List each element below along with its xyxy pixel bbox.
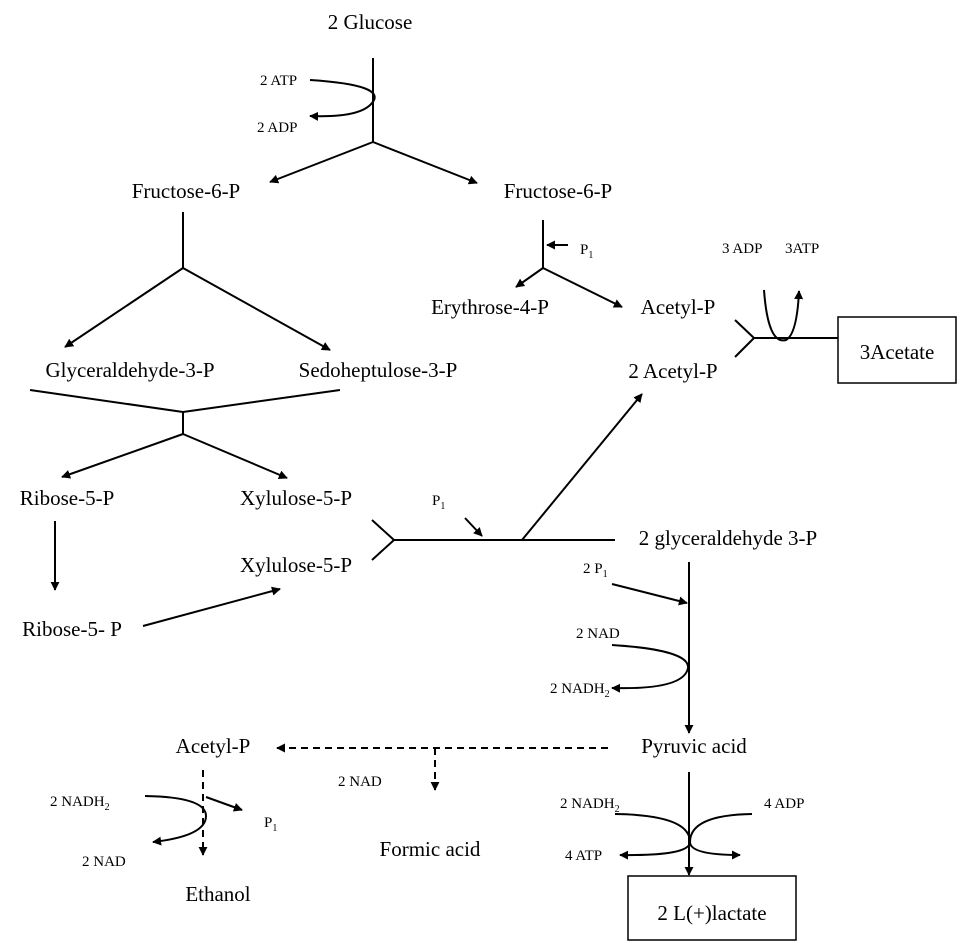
fructose-6p-left-label: Fructose-6-P [132, 179, 241, 203]
nadh2-2-glycolysis-label: 2 NADH2 [550, 681, 610, 700]
acetyl-p-top-label: Acetyl-P [641, 295, 716, 319]
glyceraldehyde-2-3p-label: 2 glyceraldehyde 3-P [639, 526, 817, 550]
glyceraldehyde-3p-label: Glyceraldehyde-3-P [45, 358, 214, 382]
nad-2-formic-label: 2 NAD [338, 774, 382, 790]
sedoheptulose-3p-label: Sedoheptulose-3-P [299, 358, 458, 382]
ribose-5p-label: Ribose-5-P [20, 486, 115, 510]
xylulose-5p-bottom-label: Xylulose-5-P [240, 553, 352, 577]
acetyl-p-bottom-label: Acetyl-P [176, 734, 251, 758]
nad-2-glycolysis-label: 2 NAD [576, 626, 620, 642]
acetate-connector [734, 289, 838, 358]
fructose-left-connector [64, 212, 331, 351]
glucose-label: 2 Glucose [328, 10, 413, 34]
two-p1-label: 2 P1 [583, 561, 608, 580]
two-acetyl-p-label: 2 Acetyl-P [628, 359, 717, 383]
p1-bottom-label: P1 [264, 815, 277, 834]
nadh2-2-ethanol-label: 2 NADH2 [50, 794, 110, 813]
ribose-connector [50, 521, 281, 627]
atp-3-label: 3ATP [785, 241, 819, 257]
adp-4-label: 4 ADP [764, 796, 804, 812]
glycolysis-connector [611, 562, 694, 734]
acetate-label: 3Acetate [860, 340, 935, 364]
p1-top-label: P1 [580, 242, 593, 261]
fructose-right-connector [515, 220, 623, 308]
fructose-6p-right-label: Fructose-6-P [504, 179, 613, 203]
lactate-connector [614, 772, 753, 876]
lactate-box [627, 875, 797, 941]
nad-2-ethanol-label: 2 NAD [82, 854, 126, 870]
xylulose-5p-top-label: Xylulose-5-P [240, 486, 352, 510]
atp-2-label: 2 ATP [260, 73, 297, 89]
ethanol-label: Ethanol [185, 882, 250, 906]
glucose-split-connector [269, 58, 478, 185]
p1-mid-label: P1 [432, 493, 445, 512]
lactate-label: 2 L(+)lactate [657, 901, 766, 925]
adp-2-label: 2 ADP [257, 120, 297, 136]
phosphoketolase-connector [371, 393, 643, 561]
pyruvic-acid-label: Pyruvic acid [641, 734, 747, 758]
atp-4-label: 4 ATP [565, 848, 602, 864]
nadh2-2-lactate-label: 2 NADH2 [560, 796, 620, 815]
formic-acid-label: Formic acid [380, 837, 481, 861]
erythrose-4p-label: Erythrose-4-P [431, 295, 549, 319]
adp-3-label: 3 ADP [722, 241, 762, 257]
acetate-box [837, 316, 957, 384]
pyruvate-dashed-connector [144, 743, 608, 856]
ribose-5p-bottom-label: Ribose-5- P [22, 617, 122, 641]
transketolase-connector [29, 389, 341, 479]
